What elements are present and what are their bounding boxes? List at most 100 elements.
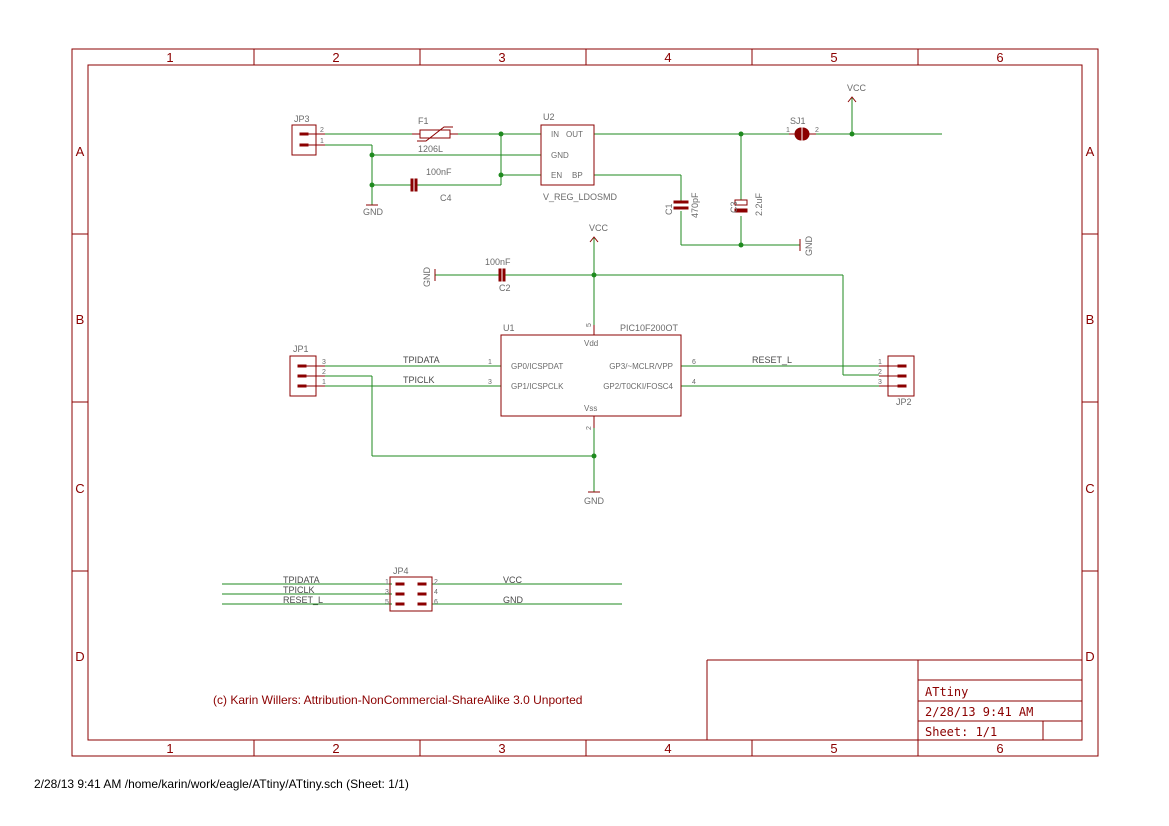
- jp2-pin-label: 1: [878, 359, 882, 366]
- wires-mcu: [325, 238, 879, 492]
- connector-jp2: JP2 1 2 3: [878, 355, 915, 407]
- jp2-label: JP2: [896, 397, 912, 407]
- connector-jp3: JP3 2 1: [291, 114, 325, 156]
- jp4-pin-label: 5: [385, 599, 389, 606]
- grid-col-label: 1: [166, 741, 173, 756]
- sj1-pin-label: 2: [815, 127, 819, 134]
- capacitor-c4: 100nF C4: [410, 167, 452, 203]
- u2-pin-out: OUT: [566, 130, 583, 139]
- u2-value: V_REG_LDOSMD: [543, 192, 618, 202]
- gnd-symbol: GND: [799, 236, 814, 256]
- grid-row-label: A: [76, 144, 85, 159]
- capacitor-c2: 100nF C2: [485, 257, 511, 293]
- u1-pin-gp3: GP3/~MCLR/VPP: [609, 362, 673, 371]
- jp3-pin-label: 1: [320, 138, 324, 145]
- net-label-tpidata: TPIDATA: [403, 355, 440, 365]
- grid-row-label: B: [76, 312, 85, 327]
- c2-value: 100nF: [485, 257, 511, 267]
- regulator-u2: U2 IN OUT GND EN BP V_REG_LDOSMD: [540, 112, 618, 202]
- vcc-symbol: VCC: [589, 223, 609, 243]
- u2-pin-bp: BP: [572, 171, 583, 180]
- u1-label: U1: [503, 323, 515, 333]
- net-label-tpiclk: TPICLK: [283, 585, 315, 595]
- grid-labels: 1 2 3 4 5 6 1 2 3 4 5 6 A B C D A B C D: [75, 50, 1094, 756]
- net-label-reset: RESET_L: [752, 355, 792, 365]
- f1-label: F1: [418, 116, 429, 126]
- capacitor-c3: C3 2.2uF: [729, 192, 764, 216]
- gnd-label: GND: [363, 207, 384, 217]
- print-footer: 2/28/13 9:41 AM /home/karin/work/eagle/A…: [34, 777, 409, 791]
- u2-pin-in: IN: [551, 130, 559, 139]
- grid-col-label: 5: [830, 741, 837, 756]
- gnd-symbol: GND: [584, 491, 605, 506]
- u2-pin-gnd: GND: [551, 151, 569, 160]
- jp4-pin-label: 6: [434, 599, 438, 606]
- f1-value: 1206L: [418, 144, 443, 154]
- net-label-tpiclk: TPICLK: [403, 375, 435, 385]
- u1-pin-number: 2: [586, 426, 593, 430]
- jp4-pin-label: 2: [434, 579, 438, 586]
- u2-pin-en: EN: [551, 171, 562, 180]
- gnd-label: GND: [584, 496, 605, 506]
- jumper-sj1: SJ1 1 2: [786, 116, 819, 141]
- grid-row-label: C: [75, 481, 84, 496]
- fuse-f1: F1 1206L: [412, 116, 458, 154]
- u1-pin-number: 5: [586, 323, 593, 327]
- u1-pin-number: 6: [692, 359, 696, 366]
- c3-label: C3: [729, 201, 739, 213]
- vcc-label: VCC: [589, 223, 609, 233]
- jp1-pin-label: 3: [322, 359, 326, 366]
- grid-col-label: 3: [498, 741, 505, 756]
- grid-col-label: 1: [166, 50, 173, 65]
- grid-row-label: A: [1086, 144, 1095, 159]
- c2-label: C2: [499, 283, 511, 293]
- c4-label: C4: [440, 193, 452, 203]
- jp3-pin-label: 2: [320, 127, 324, 134]
- capacitor-c1: C1 470pF: [664, 192, 700, 218]
- junctions-power: [369, 131, 855, 248]
- grid-col-label: 5: [830, 50, 837, 65]
- grid-col-label: 6: [996, 741, 1003, 756]
- vcc-symbol: VCC: [847, 83, 867, 103]
- u1-value: PIC10F200OT: [620, 323, 679, 333]
- u1-pin-vss: Vss: [584, 404, 597, 413]
- grid-row-label: D: [1085, 649, 1094, 664]
- net-label-reset: RESET_L: [283, 595, 323, 605]
- u2-label: U2: [543, 112, 555, 122]
- title-block-title: ATtiny: [925, 685, 968, 699]
- grid-col-label: 2: [332, 741, 339, 756]
- u1-pin-number: 4: [692, 379, 696, 386]
- net-label-tpidata: TPIDATA: [283, 575, 320, 585]
- grid-col-label: 6: [996, 50, 1003, 65]
- gnd-label: GND: [422, 267, 432, 288]
- connector-jp4: JP4 1 3 5 2 4 6: [385, 566, 438, 612]
- microcontroller-u1: U1 PIC10F200OT Vdd Vss GP0/ICSPDAT GP1/I…: [488, 323, 696, 430]
- u1-pin-vdd: Vdd: [584, 339, 598, 348]
- jp4-label: JP4: [393, 566, 409, 576]
- wires-jp4: [222, 583, 622, 605]
- junctions-mcu: [591, 272, 597, 459]
- jp4-pin-label: 4: [434, 589, 438, 596]
- net-label-vcc: VCC: [503, 575, 523, 585]
- grid-row-label: B: [1086, 312, 1095, 327]
- sj1-label: SJ1: [790, 116, 806, 126]
- c1-value: 470pF: [690, 192, 700, 218]
- gnd-symbol: GND: [422, 267, 436, 288]
- jp2-pin-label: 3: [878, 379, 882, 386]
- c4-value: 100nF: [426, 167, 452, 177]
- jp4-pin-label: 3: [385, 589, 389, 596]
- net-label-gnd: GND: [503, 595, 524, 605]
- sheet-frame: [71, 48, 1099, 757]
- jp1-pin-label: 1: [322, 379, 326, 386]
- jp1-pin-label: 2: [322, 369, 326, 376]
- u1-pin-gp1: GP1/ICSPCLK: [511, 382, 564, 391]
- u1-pin-number: 3: [488, 379, 492, 386]
- grid-row-label: D: [75, 649, 84, 664]
- sj1-pin-label: 1: [786, 127, 790, 134]
- jp4-pin-label: 1: [385, 579, 389, 586]
- grid-row-label: C: [1085, 481, 1094, 496]
- grid-col-label: 2: [332, 50, 339, 65]
- jp1-label: JP1: [293, 344, 309, 354]
- jp3-label: JP3: [294, 114, 310, 124]
